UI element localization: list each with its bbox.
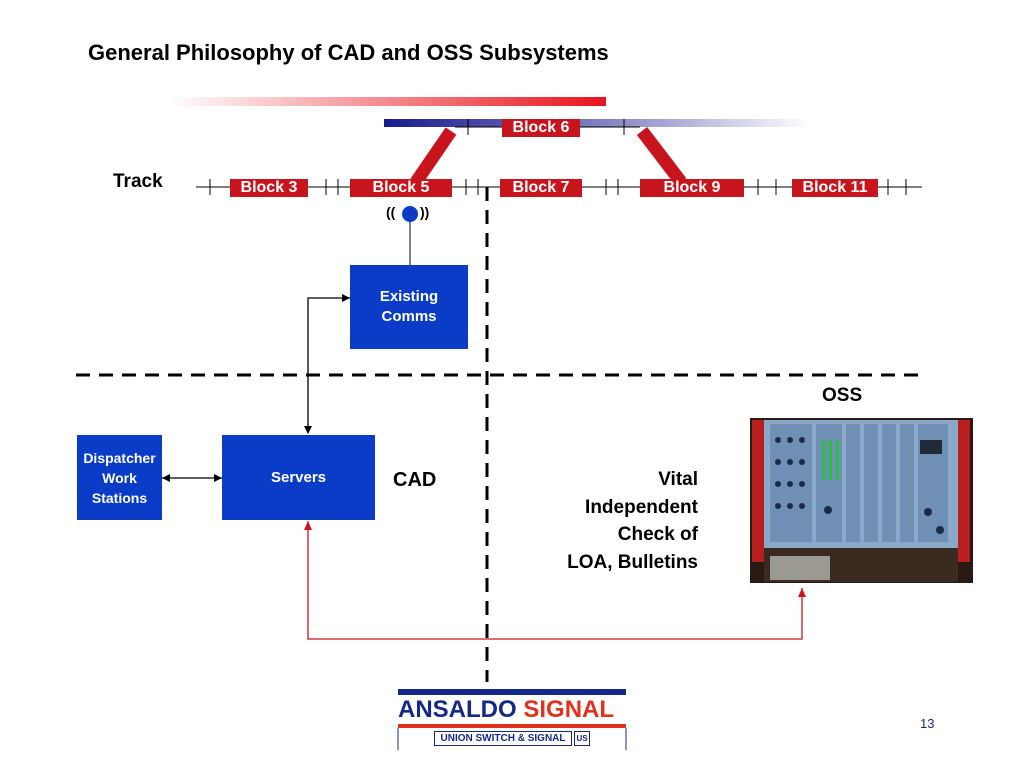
track-ticks xyxy=(209,179,907,195)
title-underline-bar xyxy=(170,97,606,106)
logo-signal-text: SIGNAL xyxy=(523,696,615,723)
logo-mid-bar xyxy=(398,724,626,728)
logo-ansaldo-text: ANSALDO xyxy=(398,696,517,723)
track-label: Track xyxy=(113,171,163,192)
block-6: Block 6 xyxy=(502,119,580,137)
servers-box: Servers xyxy=(222,435,375,520)
block-5: Block 5 xyxy=(350,179,452,197)
oss-equipment-image xyxy=(750,418,973,583)
radio-waves-right: )) xyxy=(420,204,430,220)
logo-us-mark: US xyxy=(574,731,590,746)
company-logo: ANSALDO SIGNAL xyxy=(398,696,626,724)
switch-right xyxy=(636,127,687,186)
vital-line-2: Independent xyxy=(585,496,698,518)
dispatcher-line-2: Work xyxy=(102,469,137,486)
cad-label: CAD xyxy=(393,469,437,491)
vital-line-1: Vital xyxy=(658,469,698,490)
block-11: Block 11 xyxy=(792,179,878,197)
dispatcher-box: Dispatcher Work Stations xyxy=(77,435,162,520)
logo-subtitle: UNION SWITCH & SIGNAL xyxy=(434,731,572,746)
vital-line-3: Check of xyxy=(617,524,698,545)
switch-left xyxy=(410,127,457,186)
page-number: 13 xyxy=(920,716,935,731)
block-7: Block 7 xyxy=(500,179,582,197)
radio-antenna-icon xyxy=(402,206,418,222)
existing-comms-line-2: Comms xyxy=(381,308,437,325)
oss-label: OSS xyxy=(822,385,863,406)
block-9: Block 9 xyxy=(640,179,744,197)
cad-oss-link xyxy=(307,521,803,640)
vital-line-4: LOA, Bulletins xyxy=(567,551,698,573)
logo-top-bar xyxy=(398,689,626,695)
siding-gradient-bar xyxy=(384,119,810,127)
existing-comms-line-1: Existing xyxy=(379,288,439,305)
radio-waves-left: (( xyxy=(386,204,396,220)
block-3: Block 3 xyxy=(230,179,308,197)
dispatcher-line-1: Dispatcher xyxy=(83,449,156,466)
comms-server-link xyxy=(307,297,350,433)
vital-check-text: Vital Independent Check of LOA, Bulletin… xyxy=(520,466,698,576)
page-title: General Philosophy of CAD and OSS Subsys… xyxy=(88,40,609,65)
dispatcher-line-3: Stations xyxy=(91,489,148,506)
existing-comms-box: Existing Comms xyxy=(350,265,468,349)
servers-label: Servers xyxy=(270,468,327,486)
